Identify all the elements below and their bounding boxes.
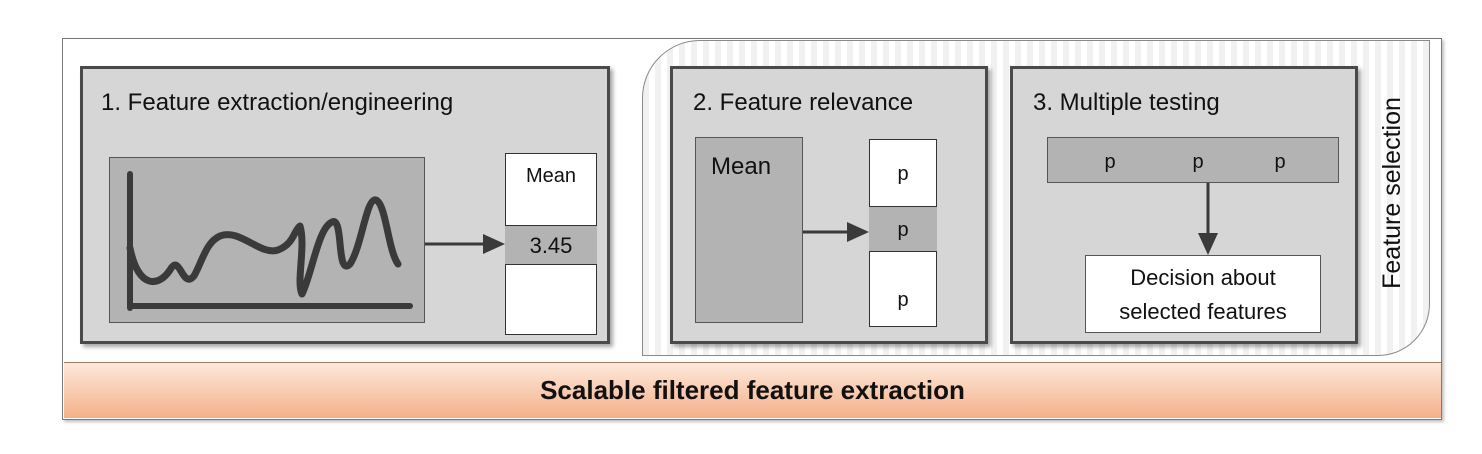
panel-feature-relevance: 2. Feature relevance Mean p p p — [670, 66, 988, 344]
panel1-title: 1. Feature extraction/engineering — [101, 89, 454, 116]
panel-feature-extraction: 1. Feature extraction/engineering Mean 3… — [80, 66, 610, 344]
time-series-chart — [126, 171, 413, 311]
arrow-decision — [1198, 183, 1218, 255]
mean-feature-label: Mean — [711, 153, 772, 180]
bottom-bar: Scalable filtered feature extraction — [64, 362, 1441, 418]
decision-line-2: selected features — [1119, 299, 1287, 324]
p-value-1: p — [897, 163, 909, 185]
decision-line-1: Decision about — [1130, 265, 1276, 290]
p-value-2: p — [869, 206, 937, 252]
panel3-title: 3. Multiple testing — [1033, 89, 1220, 116]
decision-box — [1085, 255, 1321, 333]
p-value-row-2: p — [1192, 151, 1204, 173]
time-series-plot — [109, 157, 425, 323]
p-value-row — [1047, 137, 1339, 183]
arrow-relevance — [803, 222, 869, 242]
mean-feature-box — [695, 137, 803, 323]
feature-selection-label: Feature selection — [1378, 97, 1406, 289]
feature-table-header: Mean — [525, 165, 577, 187]
p-value-row-3: p — [1274, 151, 1286, 173]
signal-curve — [126, 196, 402, 298]
p-value-row-1: p — [1104, 151, 1116, 173]
p-value-3: p — [897, 289, 909, 311]
panel-multiple-testing: 3. Multiple testing p p p Decision about… — [1010, 66, 1358, 344]
panel2-title: 2. Feature relevance — [693, 89, 914, 116]
feature-table-value: 3.45 — [505, 225, 597, 265]
bottom-bar-label: Scalable filtered feature extraction — [540, 375, 965, 405]
arrow-extract — [425, 234, 505, 254]
